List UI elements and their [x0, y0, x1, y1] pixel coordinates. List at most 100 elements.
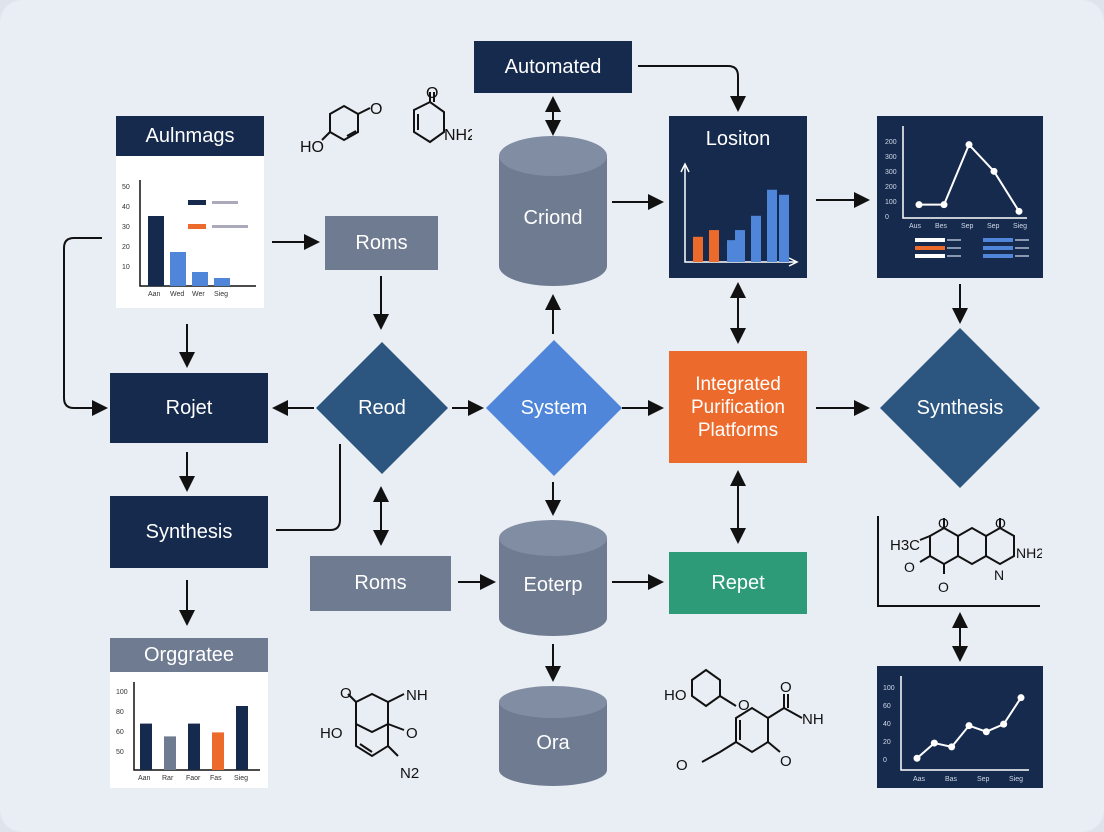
y-tick-label: 50 [116, 749, 124, 756]
x-tick-label: Fas [210, 775, 222, 782]
molecule-top-left-b: O NH2 [413, 85, 472, 144]
synthesis-right-label: Synthesis [916, 396, 1004, 419]
reod-label: Reod [358, 396, 406, 419]
axis-line [900, 676, 1029, 771]
x-tick-label: Bas [945, 776, 958, 783]
data-point [915, 201, 923, 209]
automated-label: Automated [504, 55, 602, 78]
data-point [982, 728, 990, 736]
system-label: System [520, 396, 588, 419]
legend-swatch [915, 254, 945, 258]
x-tick-label: Aan [138, 775, 151, 782]
mol-r-nh2: NH2 [1016, 545, 1042, 561]
y-tick-label: 100 [883, 685, 895, 692]
y-tick-label: 80 [116, 709, 124, 716]
cylinder-icon [499, 686, 607, 786]
data-point [1015, 207, 1023, 215]
data-point [940, 201, 948, 209]
rojet-node: Rojet [110, 373, 268, 443]
x-tick-label: Sep [977, 776, 990, 783]
x-tick-label: Wed [170, 291, 184, 298]
y-tick-label: 40 [883, 721, 891, 728]
bar [188, 723, 200, 770]
bar [192, 272, 208, 286]
y-tick-label: 40 [122, 204, 130, 211]
system-decision: System [486, 340, 622, 476]
data-point [930, 739, 938, 747]
y-tick-label: 100 [885, 199, 897, 206]
x-tick-label: Sieg [214, 291, 228, 298]
lositon-chart-panel: Lositon [669, 116, 807, 278]
data-point [965, 722, 973, 730]
bar [164, 736, 176, 770]
y-tick-label: 60 [883, 703, 891, 710]
eoterp-database: Eoterp [498, 518, 608, 638]
eoterp-label: Eoterp [523, 573, 583, 596]
legend-swatch [915, 246, 945, 250]
repet-node: Repet [669, 552, 807, 614]
synthesis-left-label: Synthesis [145, 520, 233, 543]
legend-text-placeholder [947, 239, 961, 241]
roms-bottom-node: Roms [310, 556, 451, 611]
x-tick-label: Faor [186, 775, 201, 782]
criond-label: Criond [523, 206, 583, 229]
x-tick-label: Sieg [1013, 223, 1027, 230]
synthesis-right-decision: Synthesis [880, 328, 1040, 488]
legend-text-placeholder [1015, 247, 1029, 249]
mol-bl-n2: N2 [400, 765, 419, 782]
y-tick-label: 50 [122, 184, 130, 191]
data-point [1017, 694, 1025, 702]
reod-decision: Reod [316, 342, 448, 474]
mol-bl-o2: O [406, 725, 418, 742]
mol-b-o: O [426, 85, 438, 102]
x-tick-label: Aus [909, 223, 922, 230]
y-tick-label: 100 [116, 689, 128, 696]
bar [751, 215, 761, 262]
legend-swatch [983, 254, 1013, 258]
legend-swatch [915, 238, 945, 242]
x-tick-label: Sep [961, 223, 974, 230]
bar [140, 723, 152, 770]
axis-arrow [788, 257, 799, 267]
molecule-bottom-left: O NH HO O N2 [320, 685, 428, 782]
y-tick-label: 30 [122, 224, 130, 231]
x-tick-label: Wer [192, 291, 205, 298]
axis-arrow [680, 162, 690, 173]
bar [735, 230, 745, 262]
molecule-top-left-a: O HO [300, 101, 382, 156]
bar [727, 240, 737, 262]
aulnmags-label: Aulnmags [145, 124, 235, 147]
legend-text-placeholder [212, 201, 238, 204]
legend-swatch [983, 246, 1013, 250]
roms-top-node: Roms [325, 216, 438, 270]
x-tick-label: Sieg [234, 775, 248, 782]
bar [236, 706, 248, 770]
y-tick-label: 60 [116, 729, 124, 736]
data-point [990, 167, 998, 175]
bar [170, 252, 186, 286]
legend-text-placeholder [212, 225, 248, 228]
mol-bm-nh: NH [802, 711, 824, 728]
mol-r-o1: O [938, 515, 949, 531]
data-point [965, 141, 973, 149]
x-tick-label: Bes [935, 223, 948, 230]
x-tick-label: Sieg [1009, 776, 1023, 783]
mol-bl-ho: HO [320, 725, 343, 742]
aulnmags-header: Aulnmags [116, 116, 264, 156]
orggratee-header: Orggratee [110, 638, 268, 672]
mol-bm-ho: HO [664, 687, 687, 704]
roms-top-label: Roms [355, 231, 408, 254]
x-tick-label: Aan [148, 291, 161, 298]
synthesis-left-node: Synthesis [110, 496, 268, 568]
y-tick-label: 20 [122, 244, 130, 251]
orggratee-label: Orggratee [143, 643, 235, 666]
mol-a-o: O [370, 101, 382, 118]
legend-text-placeholder [947, 255, 961, 257]
y-tick-label: 10 [122, 264, 130, 271]
bar [212, 732, 224, 770]
